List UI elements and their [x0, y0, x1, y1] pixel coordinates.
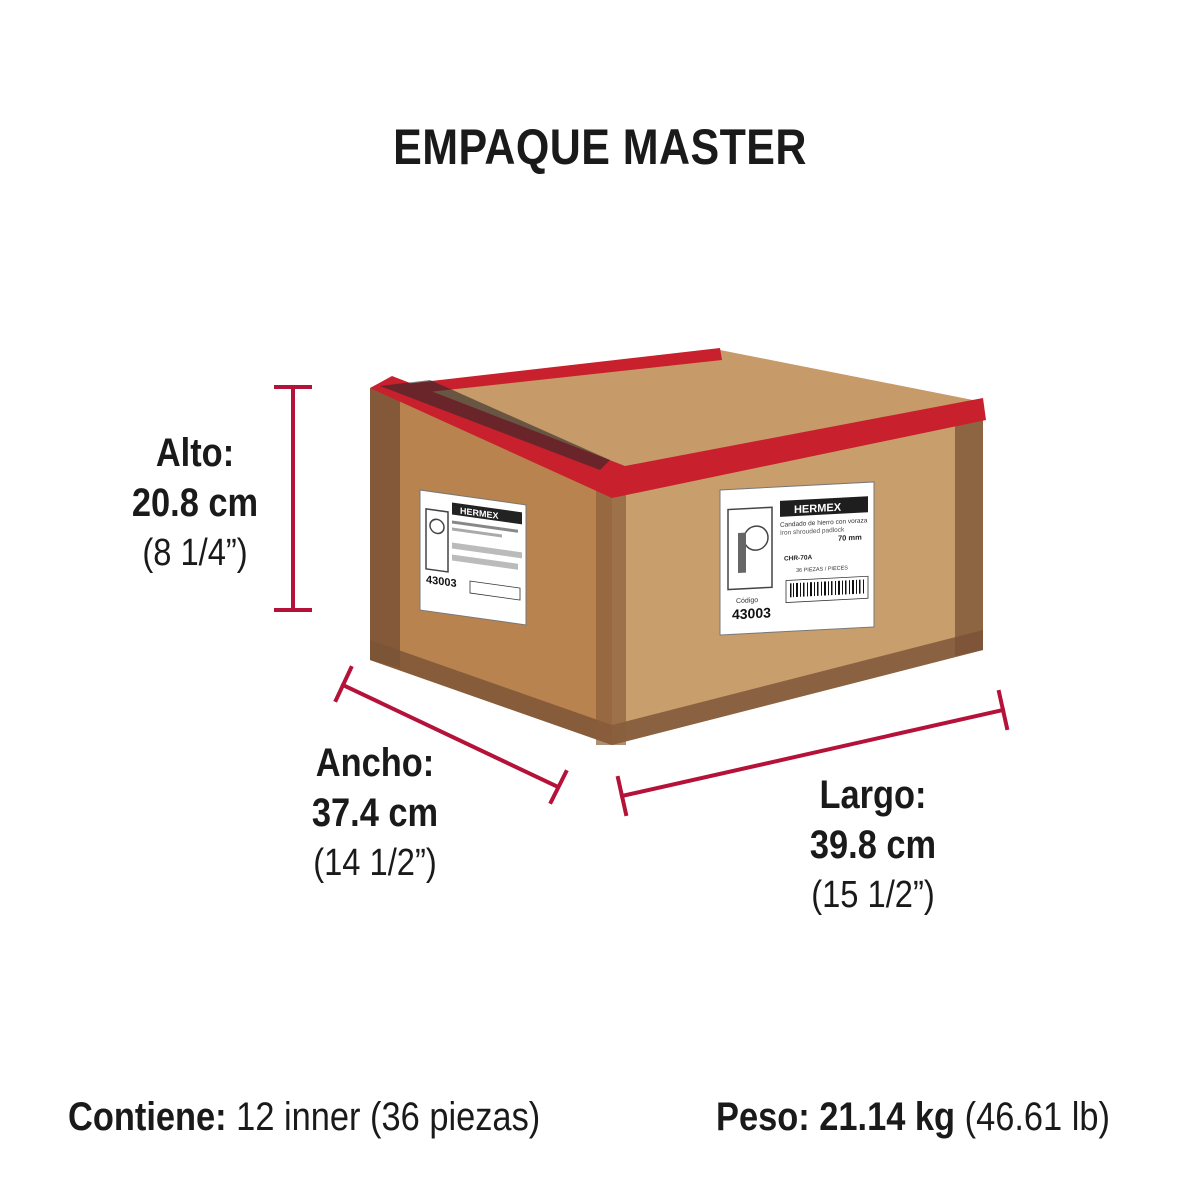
black-tape-left — [380, 380, 610, 470]
height-dimension-line — [274, 385, 312, 612]
weight-kg: 21.14 kg — [819, 1095, 956, 1139]
tape-center-edge — [596, 478, 626, 745]
barcode-icon — [785, 575, 869, 603]
height-cm: 20.8 cm — [131, 481, 259, 525]
width-dimension-line — [333, 665, 569, 805]
box-label-front: HERMEX Candado de hierro con voraza Iron… — [719, 481, 875, 636]
tape-left-edge — [370, 388, 400, 668]
length-dimension-line — [615, 689, 1010, 817]
height-inches: (8 1/4”) — [142, 532, 248, 574]
width-inches: (14 1/2”) — [313, 842, 437, 884]
tape-bottom-left — [370, 640, 612, 745]
length-label: Largo: — [819, 773, 927, 817]
page-title: EMPAQUE MASTER — [393, 119, 807, 175]
width-cm: 37.4 cm — [311, 791, 439, 835]
label-front-pieces: 36 PIEZAS / PIECES — [796, 565, 848, 574]
label-front-brand: HERMEX — [794, 502, 842, 516]
red-tape-back — [370, 348, 722, 396]
width-dimension: Ancho: 37.4 cm (14 1/2”) — [290, 738, 460, 888]
length-inches: (15 1/2”) — [811, 874, 935, 916]
box-top-face — [370, 350, 983, 480]
weight-label: Peso: — [716, 1095, 810, 1139]
label-left-code: 43003 — [426, 574, 457, 590]
contents-info: Contiene: 12 inner (36 piezas) — [68, 1095, 540, 1140]
label-front-code-label: Código — [736, 597, 758, 605]
box-label-left: HERMEX 43003 — [419, 489, 527, 626]
label-front-clave: CHR-70A — [784, 554, 812, 562]
width-label: Ancho: — [315, 741, 435, 785]
length-dimension: Largo: 39.8 cm (15 1/2”) — [788, 770, 958, 920]
red-tape-right — [612, 398, 986, 498]
label-front-size: 70 mm — [838, 533, 862, 543]
tape-bottom-right — [612, 630, 983, 745]
length-cm: 39.8 cm — [809, 823, 937, 867]
contents-label: Contiene: — [68, 1095, 227, 1139]
contents-value: 12 inner (36 piezas) — [236, 1095, 541, 1139]
label-front-code: 43003 — [732, 604, 771, 622]
height-label: Alto: — [155, 431, 235, 475]
height-dimension: Alto: 20.8 cm (8 1/4”) — [110, 428, 280, 578]
weight-info: Peso: 21.14 kg (46.61 lb) — [716, 1095, 1110, 1140]
tape-right-edge — [955, 402, 983, 656]
weight-lb: (46.61 lb) — [964, 1095, 1110, 1139]
label-front-product: Candado de hierro con voraza — [780, 517, 868, 529]
label-front-product-en: Iron shrouded padlock — [780, 526, 845, 536]
